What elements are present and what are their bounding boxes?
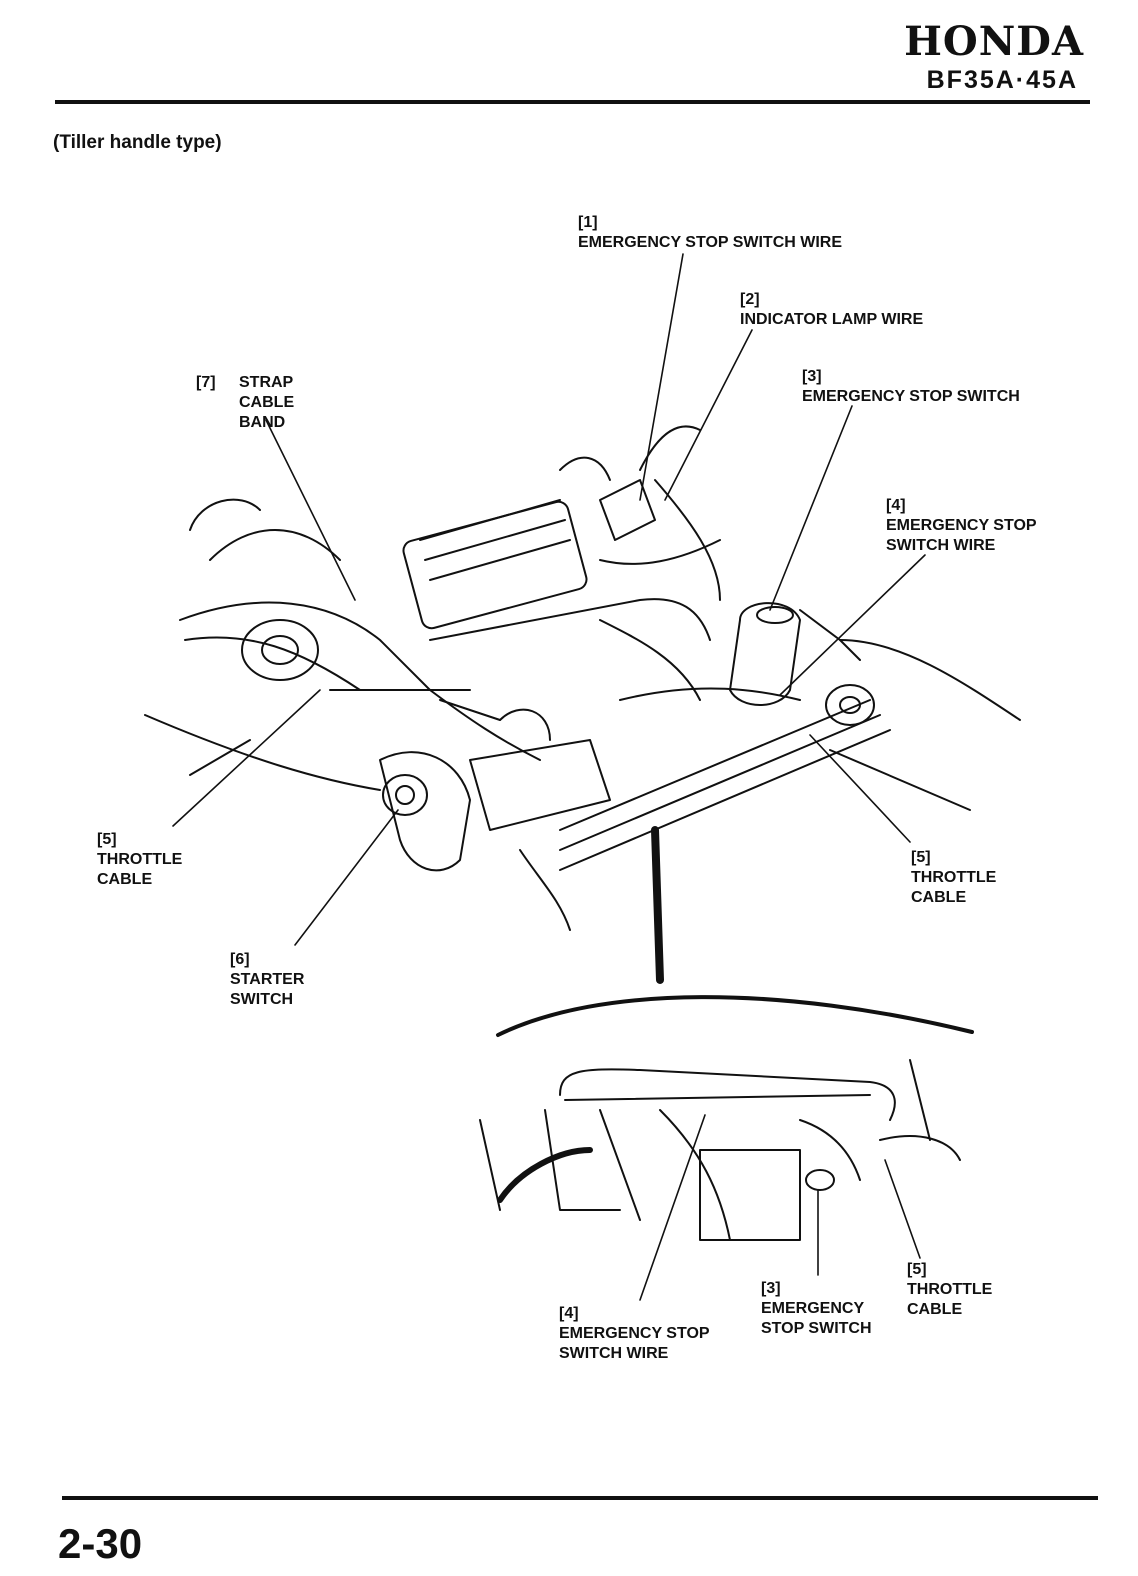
label-text: THROTTLE xyxy=(97,851,183,868)
label-text: BAND xyxy=(239,414,286,431)
label-text: STRAP xyxy=(239,374,294,391)
label-text: [6] xyxy=(230,951,250,968)
label-text: CABLE xyxy=(907,1301,963,1318)
label-throttle-cable-right: [5] THROTTLE CABLE xyxy=(911,848,996,908)
label-text: CABLE xyxy=(911,889,967,906)
label-inset-emergency-stop-switch: [3] EMERGENCY STOP SWITCH xyxy=(761,1279,872,1339)
label-text: [3] xyxy=(802,368,822,385)
label-number: [7] xyxy=(196,374,216,391)
label-text: THROTTLE xyxy=(907,1281,993,1298)
label-text: [5] xyxy=(97,831,117,848)
inset-drawing xyxy=(479,995,974,1241)
label-text: INDICATOR LAMP WIRE xyxy=(740,311,924,328)
label-inset-throttle-cable: [5] THROTTLE CABLE xyxy=(907,1260,992,1320)
label-inset-emergency-stop-switch-wire: [4] EMERGENCY STOP SWITCH WIRE xyxy=(559,1304,710,1364)
engine-drawing xyxy=(144,425,1021,984)
leader-lines xyxy=(172,253,926,946)
label-text: SWITCH WIRE xyxy=(886,537,996,554)
label-starter-switch: [6] STARTER SWITCH xyxy=(230,950,304,1010)
label-text: EMERGENCY STOP xyxy=(886,517,1037,534)
label-text: [1] xyxy=(578,214,598,231)
label-text: SWITCH WIRE xyxy=(559,1345,669,1362)
label-text: [5] xyxy=(907,1261,927,1278)
label-text: CABLE xyxy=(97,871,153,888)
label-text: SWITCH xyxy=(230,991,294,1008)
label-emergency-stop-switch: [3] EMERGENCY STOP SWITCH xyxy=(802,367,1020,407)
label-indicator-lamp-wire: [2] INDICATOR LAMP WIRE xyxy=(740,290,923,330)
label-text: [5] xyxy=(911,849,931,866)
label-emergency-stop-switch-wire: [1] EMERGENCY STOP SWITCH WIRE xyxy=(578,213,842,253)
label-text: THROTTLE xyxy=(911,869,997,886)
label-text: STARTER xyxy=(230,971,305,988)
label-text: EMERGENCY STOP SWITCH xyxy=(802,388,1020,405)
inset-leader-lines xyxy=(639,1114,921,1301)
label-text: [2] xyxy=(740,291,760,308)
page-subtitle: (Tiller handle type) xyxy=(53,132,222,153)
label-text: EMERGENCY STOP xyxy=(559,1325,710,1342)
label-throttle-cable-left: [5] THROTTLE CABLE xyxy=(97,830,182,890)
header-rule xyxy=(55,100,1090,104)
label-text: EMERGENCY STOP SWITCH WIRE xyxy=(578,234,843,251)
label-text: [4] xyxy=(886,497,906,514)
footer-rule xyxy=(62,1496,1098,1500)
label-text: [4] xyxy=(559,1305,579,1322)
brand-logo: HONDA xyxy=(904,18,1084,65)
label-text: STOP SWITCH xyxy=(761,1320,872,1337)
label-strap-cable-band: [7] STRAP CABLE BAND xyxy=(196,373,294,433)
label-text: [3] xyxy=(761,1280,781,1297)
page-number: 2-30 xyxy=(58,1520,143,1567)
label-text: EMERGENCY xyxy=(761,1300,865,1317)
model-name: BF35A·45A xyxy=(926,66,1078,94)
label-emergency-stop-switch-wire-right: [4] EMERGENCY STOP SWITCH WIRE xyxy=(886,496,1037,556)
label-text: CABLE xyxy=(239,394,295,411)
